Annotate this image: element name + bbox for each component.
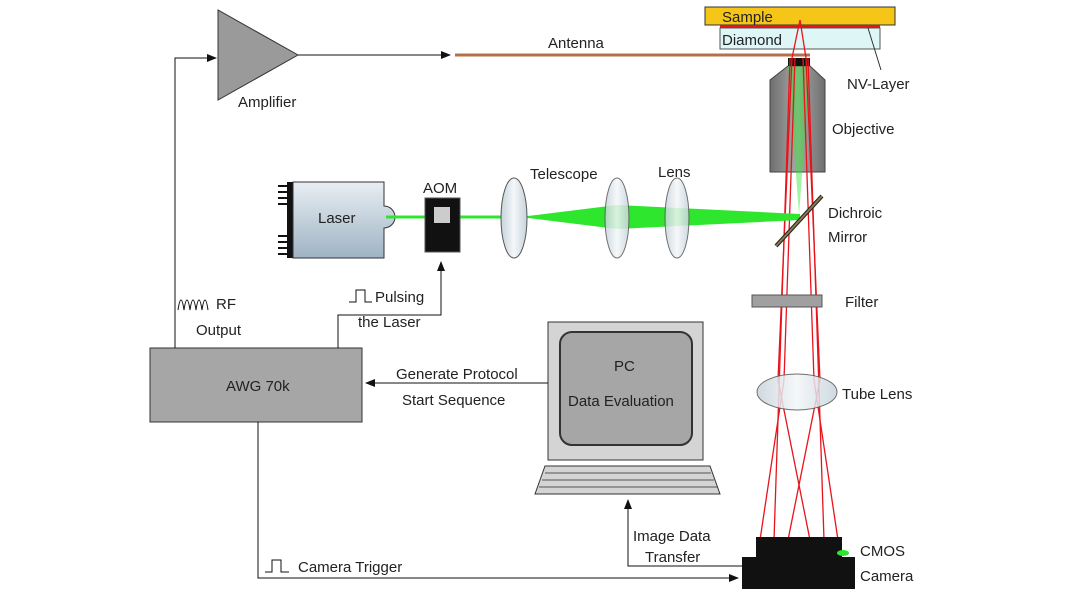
image-label-1: Image Data [633, 528, 711, 545]
lens [664, 177, 690, 259]
cmos-label-1: CMOS [860, 543, 905, 560]
objective-label: Objective [832, 121, 895, 138]
antenna-label: Antenna [548, 35, 605, 52]
dichroic-label-1: Dichroic [828, 205, 883, 222]
lens-label: Lens [658, 164, 691, 181]
pulse-icon [349, 289, 372, 303]
nv-layer-label: NV-Layer [847, 76, 910, 93]
tube-lens [756, 373, 838, 411]
aom-icon [424, 197, 461, 253]
awg-box [149, 347, 363, 423]
telescope-label: Telescope [530, 166, 598, 183]
cmos-label-2: Camera [860, 568, 914, 585]
awg-label: AWG 70k [226, 378, 290, 395]
nv-layer [720, 25, 880, 28]
aom-label: AOM [423, 180, 457, 197]
generate-label-2: Start Sequence [402, 392, 505, 409]
generate-label-1: Generate Protocol [396, 366, 518, 383]
laser-icon [278, 181, 396, 259]
trigger-pulse-icon [265, 559, 289, 573]
amplifier-icon [217, 9, 300, 101]
camera-trigger-label: Camera Trigger [298, 559, 402, 576]
pc-label-2: Data Evaluation [568, 393, 674, 410]
amplifier-label: Amplifier [238, 94, 296, 111]
nv-layer-leader [867, 27, 882, 71]
filter-label: Filter [845, 294, 878, 311]
pulsing-label-2: the Laser [358, 314, 421, 331]
pc-label-1: PC [614, 358, 635, 375]
camera-trigger-arrow [257, 422, 739, 582]
telescope-lens-2 [604, 177, 630, 259]
rf-label-2: Output [196, 322, 242, 339]
pulsing-label-1: Pulsing [375, 289, 424, 306]
pc-screen [559, 331, 693, 446]
diamond-label: Diamond [722, 32, 782, 49]
sample-label: Sample [722, 9, 773, 26]
filter [751, 294, 823, 308]
expanded-beam [520, 205, 800, 229]
rf-wave-icon [177, 299, 209, 311]
laser-label: Laser [318, 210, 356, 227]
rf-output-arrow [174, 54, 217, 348]
image-data-arrow [624, 499, 742, 567]
rf-label-1: RF [216, 296, 236, 313]
tube-lens-label: Tube Lens [842, 386, 912, 403]
cmos-camera [756, 537, 842, 557]
telescope-lens-1 [500, 177, 528, 259]
pulsing-arrow [337, 261, 445, 348]
dichroic-label-2: Mirror [828, 229, 867, 246]
image-label-2: Transfer [645, 549, 700, 566]
